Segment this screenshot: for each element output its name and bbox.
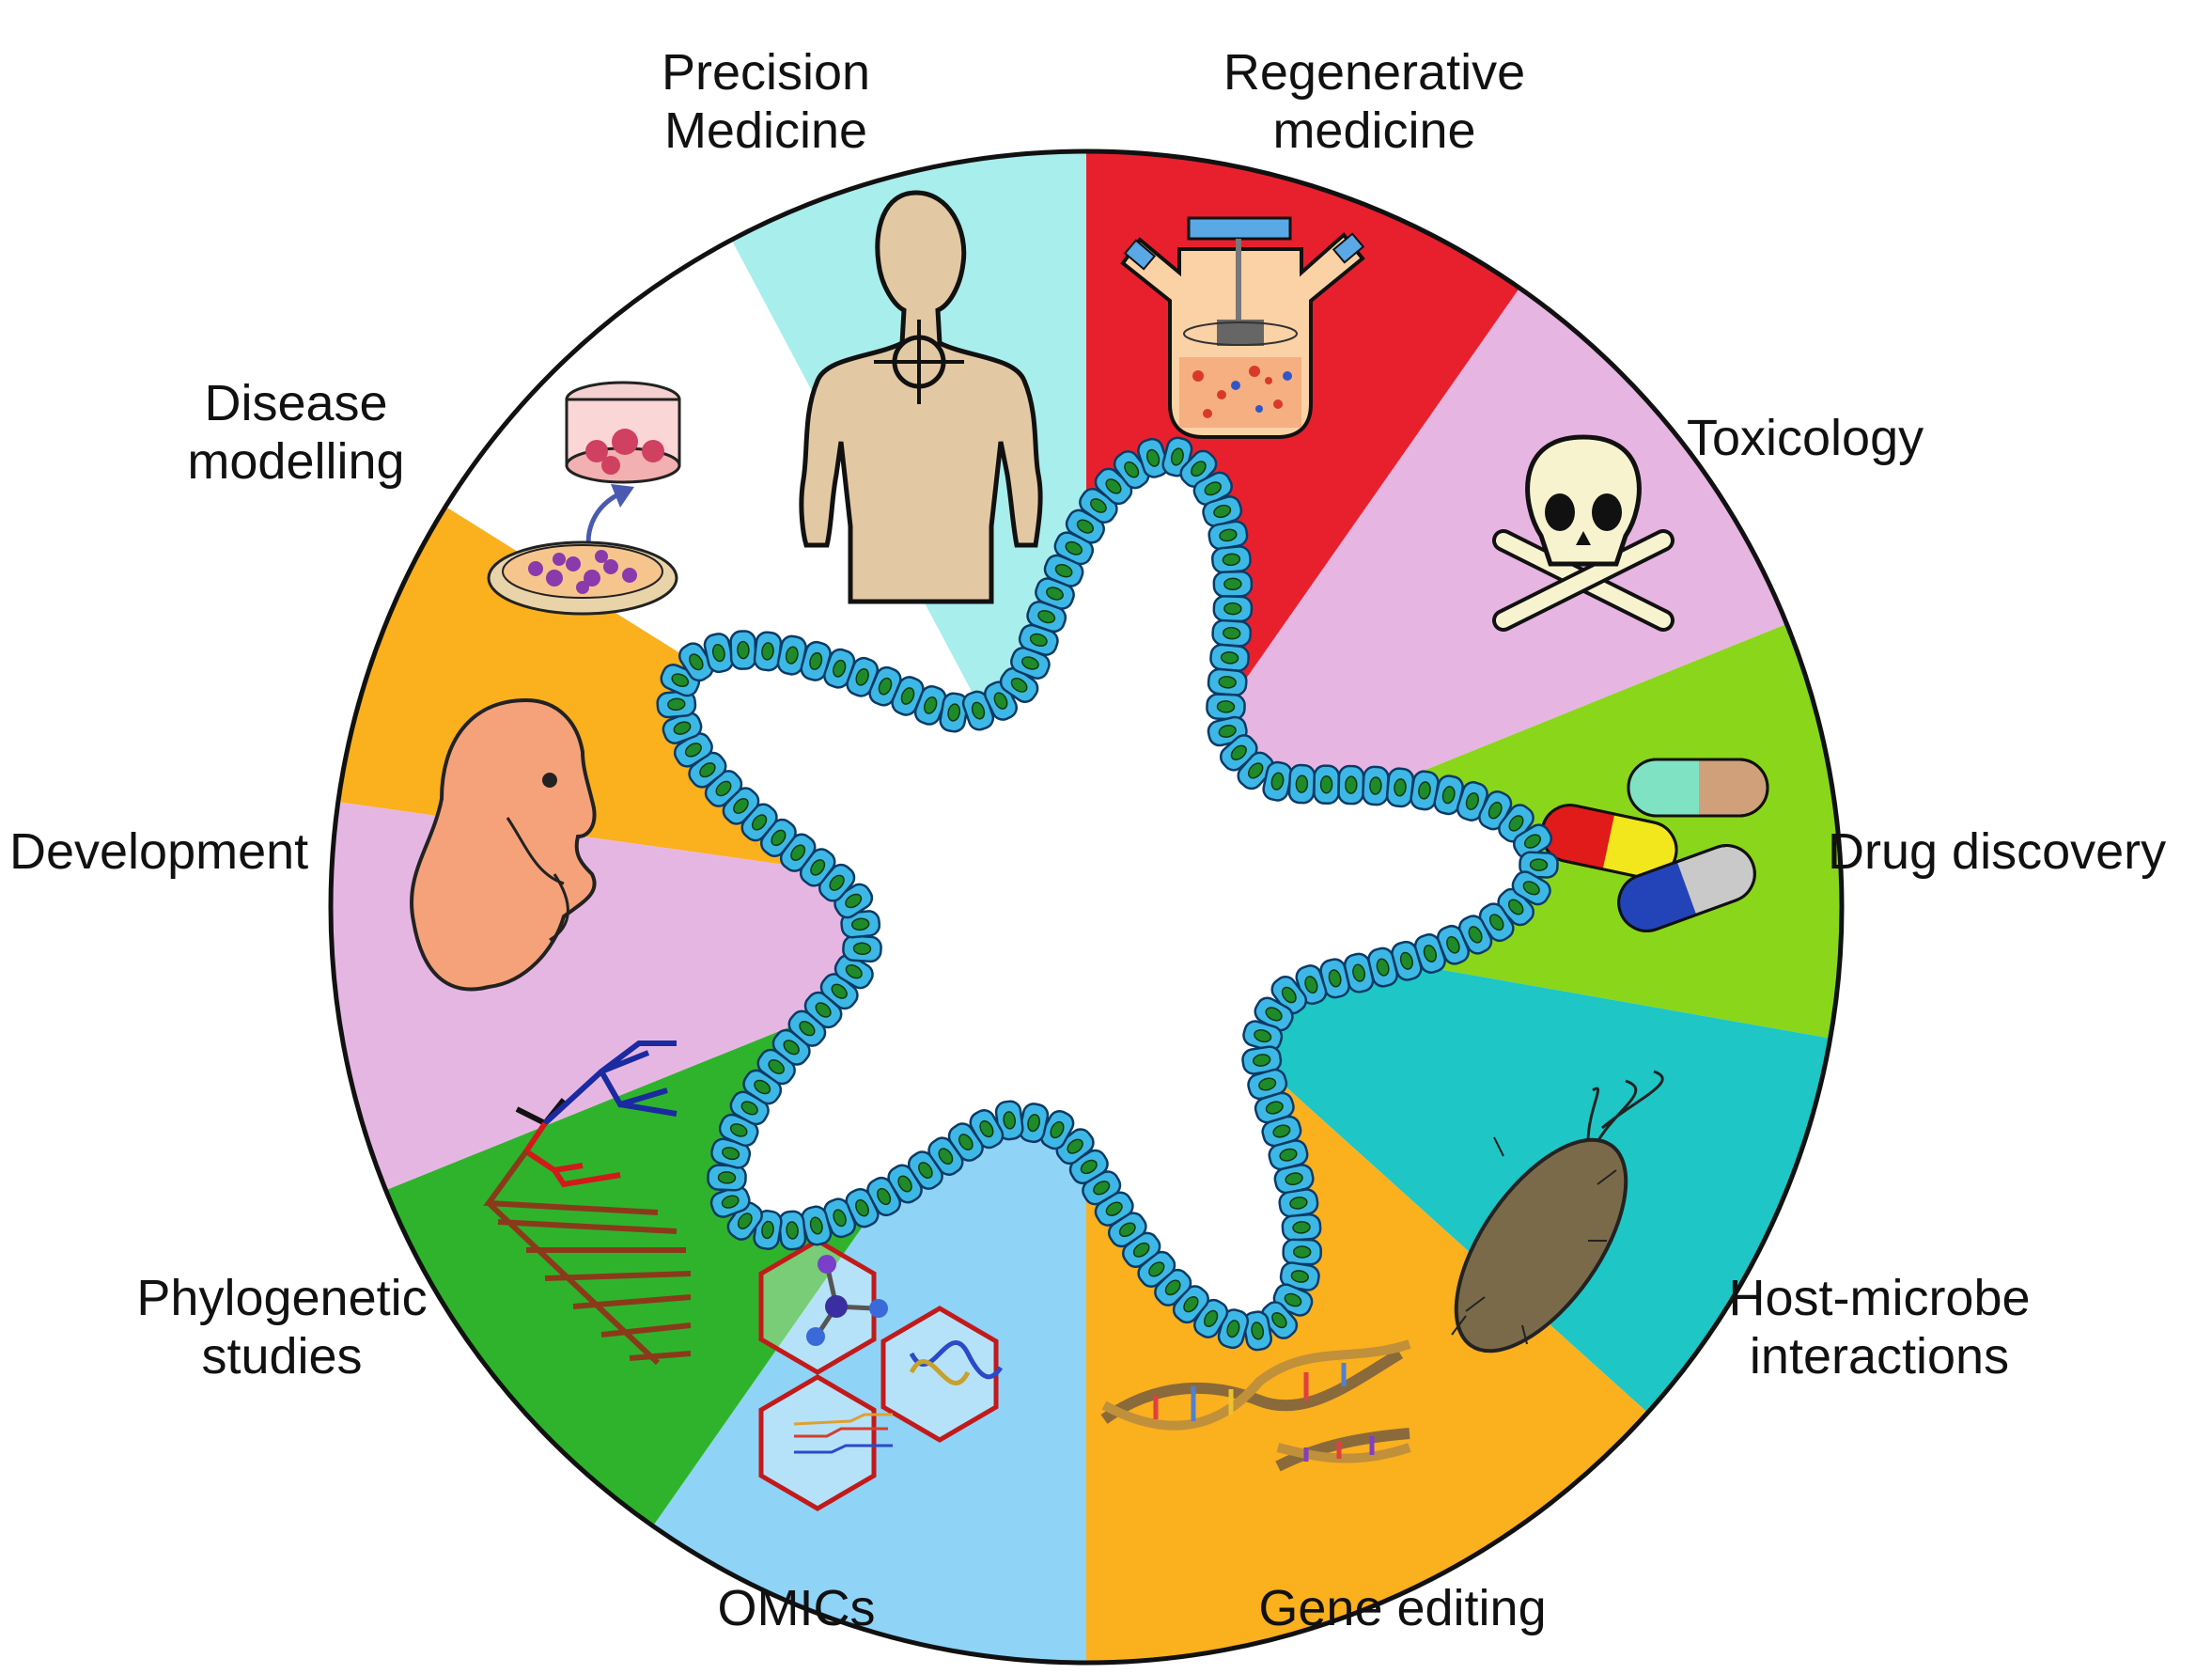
sequence-traces-icon xyxy=(793,1413,893,1454)
label-gene-editing: Gene editing xyxy=(1258,1580,1547,1636)
epithelial-cell xyxy=(1457,915,1493,955)
epithelial-cell xyxy=(1273,1164,1315,1195)
epithelial-cell xyxy=(673,732,713,768)
organoid-epithelium xyxy=(656,436,1559,1352)
epithelial-cell xyxy=(1212,570,1254,598)
skull-crossbones-icon xyxy=(1492,434,1675,632)
epithelial-cell xyxy=(1026,601,1067,634)
epithelial-cell xyxy=(1212,595,1254,623)
epithelial-cell xyxy=(1247,1068,1288,1101)
hexagon-omics-icon xyxy=(758,1238,999,1511)
epithelial-cell xyxy=(1313,764,1340,805)
phylogenetic-tree-icon xyxy=(483,1040,692,1366)
epithelial-cell xyxy=(1385,767,1415,808)
label-toxicology: Toxicology xyxy=(1687,410,1924,466)
label-development: Development xyxy=(9,823,309,880)
epithelial-cell xyxy=(1209,643,1250,672)
epithelial-cell xyxy=(1337,764,1365,806)
epithelial-cell xyxy=(707,1164,747,1192)
epithelial-cell xyxy=(1287,763,1316,805)
epithelial-cell xyxy=(1268,1139,1309,1171)
epithelial-cell xyxy=(800,640,832,681)
epithelial-cell xyxy=(891,676,925,716)
epithelial-cell xyxy=(1207,715,1248,747)
epithelial-cell xyxy=(842,934,882,963)
epithelial-cell xyxy=(678,642,714,682)
epithelial-cell xyxy=(1207,667,1248,696)
epithelial-cell xyxy=(799,848,836,887)
epithelial-cell xyxy=(1343,952,1375,993)
epithelial-cell xyxy=(994,1100,1024,1141)
bacterium-icon xyxy=(1451,1070,1664,1353)
epithelial-cell xyxy=(1433,774,1464,816)
epithelial-cell xyxy=(1202,495,1243,527)
label-drug-discovery: Drug discovery xyxy=(1828,823,2167,880)
epithelial-cell xyxy=(819,973,859,1010)
dna-helix-icon xyxy=(1100,1339,1411,1472)
epithelial-cell xyxy=(1137,437,1170,478)
epithelial-cell xyxy=(1281,1212,1322,1242)
epithelial-cell xyxy=(1211,618,1253,648)
diagram-circle-outline xyxy=(328,149,1845,1666)
epithelial-cell xyxy=(709,1185,751,1218)
sector-toxicology xyxy=(1086,275,1801,907)
epithelial-cell xyxy=(1413,933,1446,974)
epithelial-cell xyxy=(776,634,807,676)
epithelial-cell xyxy=(656,690,697,719)
epithelial-cell xyxy=(688,751,727,789)
epithelial-cell xyxy=(939,692,969,733)
epithelial-cell xyxy=(1511,870,1551,906)
epithelial-cell xyxy=(803,991,843,1029)
embryo-icon xyxy=(410,697,597,992)
epithelial-cell xyxy=(846,656,880,697)
epithelial-cell xyxy=(1254,1091,1295,1124)
epithelial-cell xyxy=(1262,760,1293,802)
organoid-lumen xyxy=(676,455,1539,1332)
epithelial-cell xyxy=(753,631,783,672)
label-omics: OMICs xyxy=(717,1580,876,1636)
epithelial-cell xyxy=(845,1187,880,1228)
epithelial-cell xyxy=(913,685,947,726)
petri-dish-icon xyxy=(487,381,681,616)
epithelial-cell xyxy=(779,833,817,872)
dna-strand-small-icon xyxy=(909,1340,1004,1385)
epithelial-cell xyxy=(1456,781,1488,821)
epithelial-cell xyxy=(961,690,995,731)
epithelial-cell xyxy=(1242,1310,1272,1352)
epithelial-cell xyxy=(1278,1188,1319,1218)
epithelial-cell xyxy=(777,1210,807,1251)
epithelial-cell xyxy=(1206,693,1246,721)
epithelial-cell xyxy=(1519,851,1559,879)
epithelial-cell xyxy=(787,1009,827,1047)
epithelial-cell xyxy=(1039,1109,1075,1150)
epithelial-cell xyxy=(1211,545,1252,574)
epithelial-cell xyxy=(1207,520,1249,551)
epithelial-cell xyxy=(729,630,757,670)
epithelial-cell xyxy=(1362,765,1390,806)
epithelial-cell xyxy=(1094,467,1133,506)
epithelial-cell xyxy=(710,1137,752,1169)
epithelial-cell xyxy=(1391,940,1423,981)
epithelial-cell xyxy=(1219,734,1258,772)
molecule-icon xyxy=(806,1255,888,1346)
epithelial-cell xyxy=(1270,975,1308,1015)
epithelial-cell xyxy=(801,1205,833,1246)
epithelial-cell xyxy=(1282,1238,1322,1266)
human-body-target-icon xyxy=(799,190,1043,604)
bioreactor-icon xyxy=(1120,216,1365,439)
capsules-icon xyxy=(1540,758,1769,932)
epithelial-cell xyxy=(703,633,735,674)
